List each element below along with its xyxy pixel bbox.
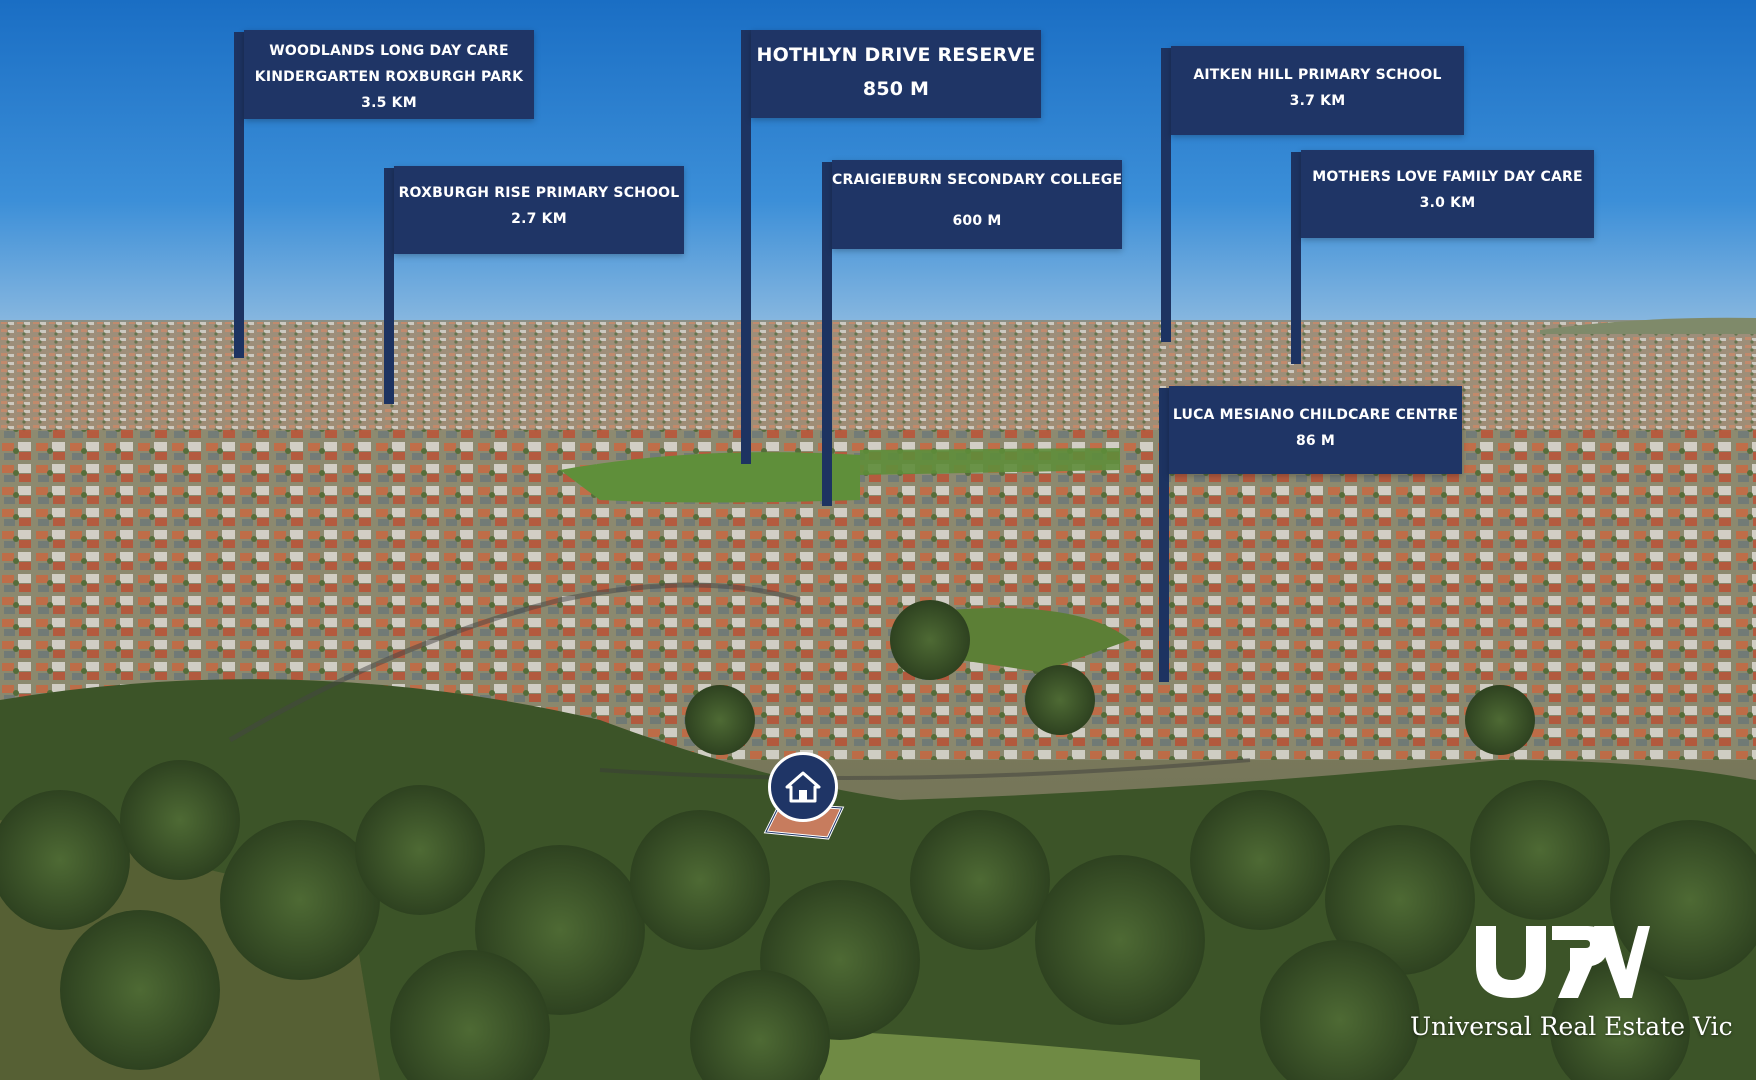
sign-line: ROXBURGH RISE PRIMARY SCHOOL xyxy=(398,185,680,201)
sign-distance: 3.0 KM xyxy=(1419,195,1476,211)
sign-mothers-love-family-day-care: MOTHERS LOVE FAMILY DAY CARE 3.0 KM xyxy=(1301,150,1594,238)
sign-pole xyxy=(1161,48,1171,342)
sign-line: CRAIGIEBURN SECONDARY COLLEGE xyxy=(832,172,1123,188)
sign-pole xyxy=(822,162,832,506)
sign-line: AITKEN HILL PRIMARY SCHOOL xyxy=(1193,67,1442,83)
home-icon xyxy=(785,771,821,803)
sign-pole xyxy=(1291,152,1301,364)
sign-distance: 86 M xyxy=(1295,433,1336,449)
sign-line: WOODLANDS LONG DAY CARE xyxy=(269,43,509,59)
sign-hothlyn-drive-reserve: HOTHLYN DRIVE RESERVE 850 M xyxy=(751,30,1041,118)
sign-distance: 2.7 KM xyxy=(511,211,567,227)
property-marker xyxy=(768,752,838,822)
sign-line: KINDERGARTEN ROXBURGH PARK xyxy=(254,69,524,85)
sign-pole xyxy=(1159,388,1169,682)
sign-line: LUCA MESIANO CHILDCARE CENTRE xyxy=(1172,407,1459,423)
sign-woodlands-long-day-care: WOODLANDS LONG DAY CARE KINDERGARTEN ROX… xyxy=(244,30,534,119)
sign-roxburgh-rise-primary-school: ROXBURGH RISE PRIMARY SCHOOL 2.7 KM xyxy=(394,166,684,254)
sign-pole xyxy=(234,32,244,358)
sign-distance: 3.5 KM xyxy=(361,95,417,111)
sign-distance: 600 M xyxy=(952,213,1002,229)
sign-distance: 3.7 KM xyxy=(1289,93,1346,109)
sign-line: HOTHLYN DRIVE RESERVE xyxy=(756,44,1036,66)
sign-craigieburn-secondary-college: CRAIGIEBURN SECONDARY COLLEGE 600 M xyxy=(832,160,1122,249)
logo-tagline: Universal Real Estate Vic xyxy=(1410,1012,1733,1041)
sign-distance: 850 M xyxy=(862,78,930,100)
logo-mark xyxy=(1476,926,1650,998)
sign-aitken-hill-primary-school: AITKEN HILL PRIMARY SCHOOL 3.7 KM xyxy=(1171,46,1464,135)
sign-luca-mesiano-childcare-centre: LUCA MESIANO CHILDCARE CENTRE 86 M xyxy=(1169,386,1462,474)
sign-line: MOTHERS LOVE FAMILY DAY CARE xyxy=(1312,169,1583,185)
sign-pole xyxy=(384,168,394,404)
sign-pole xyxy=(741,30,751,464)
urv-logo: Universal Real Estate Vic xyxy=(1410,918,1733,1048)
